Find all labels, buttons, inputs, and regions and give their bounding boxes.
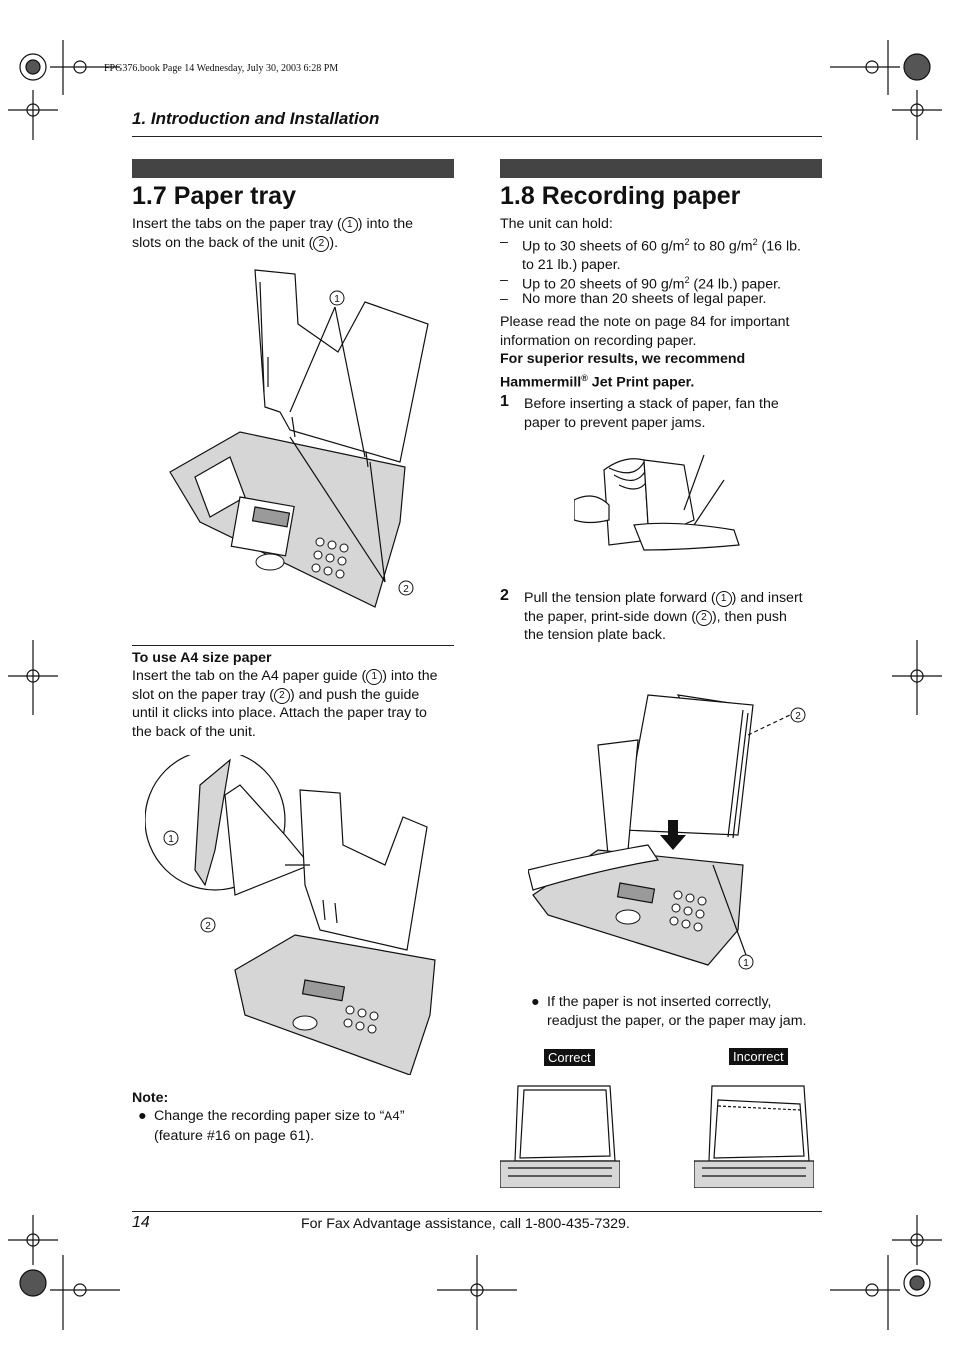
intro-text-a: Insert the tabs on the paper tray ( [132, 216, 342, 232]
callout-1: 1 [715, 591, 732, 607]
a4-heading: To use A4 size paper [132, 650, 272, 666]
callout-1: 1 [366, 669, 383, 685]
callout-2: 2 [313, 235, 330, 252]
note-text-b: ” [399, 1108, 405, 1124]
step2-l1b: ) and insert [731, 590, 803, 606]
read-l1: Please read the note on page 84 for impo… [500, 314, 790, 330]
cap2-a: Up to 20 sheets of 90 g/m [522, 276, 685, 293]
note-code: A4 [384, 1109, 400, 1124]
note-bullet: ● [138, 1108, 147, 1124]
step1-l2: paper to prevent paper jams. [524, 414, 706, 431]
read-note: Please read the note on page 84 for impo… [500, 313, 820, 350]
readjust-l1: If the paper is not inserted correctly, [547, 994, 772, 1010]
svg-text:2: 2 [205, 921, 211, 932]
capacity-item-1: Up to 30 sheets of 60 g/m2 to 80 g/m2 (1… [522, 233, 832, 275]
step-2-number: 2 [500, 587, 509, 604]
note-text-c: (feature #16 on page 61). [154, 1127, 315, 1144]
insert-paper-illustration: 2 1 [528, 694, 806, 970]
a4-guide-illustration: 1 2 [145, 755, 436, 1075]
section-bar-recording-paper [500, 159, 822, 178]
header-rule [132, 136, 822, 137]
step-1-number: 1 [500, 393, 509, 410]
svg-text:2: 2 [795, 711, 801, 722]
a4-text-l4: the back of the unit. [132, 723, 256, 740]
a4-text-l2a: slot on the paper tray ( [132, 686, 274, 703]
cap1-b: to 80 g/m [689, 238, 753, 255]
svg-text:1: 1 [334, 294, 340, 305]
hold-intro: The unit can hold: [500, 216, 613, 232]
readjust-text: If the paper is not inserted correctly, … [547, 993, 837, 1030]
correct-illustration [500, 1085, 620, 1188]
rec-l2b: Jet Print paper. [587, 374, 695, 391]
rec-l2a: Hammermill [500, 374, 582, 391]
rec-l1: For superior results, we recommend [500, 351, 746, 367]
footer-assistance: For Fax Advantage assistance, call 1-800… [301, 1216, 630, 1232]
intro-text-c: slots on the back of the unit ( [132, 234, 314, 251]
step2-l3: the tension plate back. [524, 627, 666, 643]
cap1-a: Up to 30 sheets of 60 g/m [522, 238, 685, 255]
section-title-paper-tray: 1.7 Paper tray [132, 182, 296, 210]
cap2-b: (24 lb.) paper. [689, 276, 781, 293]
cap1-c: (16 lb. [757, 238, 801, 255]
capacity-item-3: No more than 20 sheets of legal paper. [522, 291, 767, 307]
a4-section-rule [132, 645, 454, 646]
callout-1: 1 [341, 217, 358, 233]
step-2-text: Pull the tension plate forward (1) and i… [524, 589, 824, 645]
note-text-a: Change the recording paper size to “ [154, 1108, 385, 1124]
capacity-dash-1: – [500, 234, 508, 250]
svg-text:1: 1 [743, 958, 749, 969]
a4-text-l3: until it clicks into place. Attach the p… [132, 705, 427, 721]
chapter-header: 1. Introduction and Installation [132, 109, 380, 128]
capacity-dash-2: – [500, 272, 508, 288]
step2-l1a: Pull the tension plate forward ( [524, 590, 716, 606]
page-number: 14 [132, 1214, 150, 1231]
a4-text-l1a: Insert the tab on the A4 paper guide ( [132, 668, 367, 684]
paper-tray-illustration: 1 2 [169, 269, 429, 608]
step2-l2b: ), then push [711, 608, 787, 625]
step2-l2a: the paper, print-side down ( [524, 608, 696, 625]
step1-l1: Before inserting a stack of paper, fan t… [524, 396, 779, 412]
read-l2: information on recording paper. [500, 332, 697, 349]
capacity-item-2: Up to 20 sheets of 90 g/m2 (24 lb.) pape… [522, 271, 781, 294]
registered-mark: ® [581, 372, 588, 383]
section-bar-paper-tray [132, 159, 454, 178]
correct-label: Correct [544, 1049, 595, 1066]
a4-text-l2b: ) and push the guide [289, 686, 420, 703]
step-1-text: Before inserting a stack of paper, fan t… [524, 395, 824, 432]
sup-2: 2 [684, 275, 690, 285]
note-text: Change the recording paper size to “A4” … [154, 1107, 464, 1145]
recommendation: For superior results, we recommend Hamme… [500, 350, 820, 392]
section-title-recording-paper: 1.8 Recording paper [500, 182, 741, 210]
cap1-d: to 21 lb.) paper. [522, 257, 621, 274]
incorrect-label: Incorrect [729, 1048, 788, 1065]
print-meta: FPG376.book Page 14 Wednesday, July 30, … [104, 63, 339, 74]
a4-text-l1b: ) into the [382, 668, 438, 684]
paper-tray-intro: Insert the tabs on the paper tray (1) in… [132, 215, 462, 252]
capacity-dash-3: – [500, 291, 508, 307]
a4-instructions: Insert the tab on the A4 paper guide (1)… [132, 667, 462, 741]
svg-text:1: 1 [168, 834, 174, 845]
svg-text:2: 2 [403, 584, 409, 595]
fan-paper-illustration [574, 454, 740, 551]
callout-2: 2 [273, 687, 290, 704]
readjust-l2: readjust the paper, or the paper may jam… [547, 1012, 807, 1029]
intro-text-b: ) into the [357, 216, 413, 232]
sup-2: 2 [752, 237, 758, 247]
readjust-bullet: ● [531, 994, 540, 1010]
intro-text-d: ). [329, 234, 339, 251]
incorrect-illustration [694, 1085, 814, 1188]
sup-2: 2 [684, 237, 690, 247]
footer-rule [132, 1211, 822, 1212]
callout-2: 2 [695, 609, 712, 626]
note-heading: Note: [132, 1090, 169, 1106]
